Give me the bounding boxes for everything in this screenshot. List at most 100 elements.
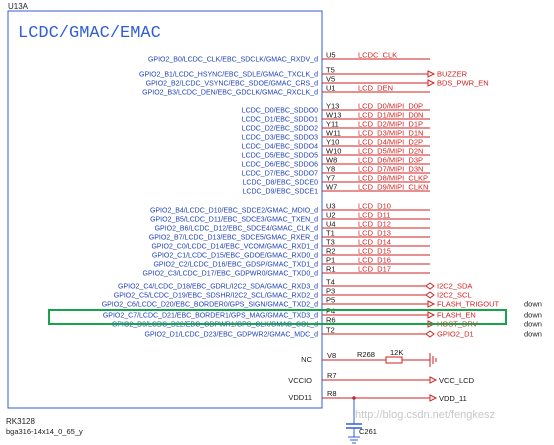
pin-number: Y10 (326, 138, 339, 147)
power-label-nc: NC (301, 355, 312, 364)
output-port-icon (427, 311, 436, 319)
side-net-row: BUZZER (345, 70, 468, 79)
power-pin-v8: V8 (327, 351, 336, 360)
net-label: LCD_D15 (358, 247, 391, 256)
pin-row: GPIO2_C5/LCDC_D19/EBC_SDSHR/I2C2_SCL/GMA… (114, 287, 472, 300)
pull-direction-label: down (524, 311, 542, 320)
pin-row: LCDC_D2/EBC_SDDO2 Y11 LCD_D2/MIPI_D1P (242, 120, 430, 133)
net-label: LCDC_CLK (358, 51, 397, 60)
power-label-vccio: VCCIO (288, 376, 312, 385)
side-net-label: BUZZER (437, 70, 468, 79)
pin-function-label: GPIO2_C6/LCDC_D20/EBC_BORDER0/GPS_SIGN/G… (102, 302, 318, 309)
part-reference: U13A (8, 2, 29, 11)
pin-function-label: GPIO2_B1/LCDC_HSYNC/EBC_SDLE/GMAC_TXCLK_… (139, 72, 318, 79)
net-label: LCD_D2/MIPI_D1P (358, 120, 423, 129)
pin-function-label: GPIO2_C4/LCDC_D18/EBC_GDRL/I2C2_SDA/GMAC… (118, 284, 318, 291)
pin-number: P1 (326, 256, 335, 265)
net-label: LCD_D3/MIPI_D1N (358, 129, 423, 138)
pin-function-label: GPIO2_C5/LCDC_D19/EBC_SDSHR/I2C2_SCL/GMA… (114, 293, 318, 300)
pin-number: T5 (326, 66, 335, 75)
pin-function-label: LCDC_D4/EBC_SDDO4 (242, 144, 318, 151)
pin-number: W13 (326, 111, 341, 120)
pin-function-label: LCDC_D8/EBC_SDCE0 (243, 180, 319, 187)
power-label-vdd11: VDD11 (288, 393, 312, 402)
pin-row: LCDC_D5/EBC_SDDO5 W10 LCD_D5/MIPI_D2N (242, 147, 430, 160)
pin-row: GPIO2_B2/LCDC_VSYNC/EBC_SDOE/GMAC_CRS_dV… (146, 75, 345, 88)
pin-number: R1 (326, 265, 336, 274)
pin-number: T4 (326, 278, 335, 287)
side-net-row: BDS_PWR_EN (345, 79, 489, 88)
pin-list: GPIO2_B0/LCDC_CLK/EBC_SDCLK/GMAC_RXDV_dU… (102, 51, 542, 339)
pin-row: GPIO2_C0/LCDC_D14/EBC_VCOM/GMAC_RXD1_dT3… (151, 238, 430, 251)
block-title: LCDC/GMAC/EMAC (18, 24, 161, 43)
power-pin-r8: R8 (327, 389, 337, 398)
net-label: LCD_D1/MIPI_D0N (358, 111, 423, 120)
port-net-label: I2C2_SCL (437, 291, 472, 300)
pin-row: GPIO2_C1/LCDC_D15/EBC_GDOE/GMAC_RXD0_dR2… (152, 247, 430, 260)
pin-number: W10 (326, 147, 341, 156)
net-label: LCD_D0/MIPI_D0P (358, 102, 423, 111)
port-net-label: I2C2_SDA (437, 282, 472, 291)
pin-row: GPIO2_B0/LCDC_CLK/EBC_SDCLK/GMAC_RXDV_dU… (148, 51, 430, 64)
net-label: LCD_D5/MIPI_D2N (358, 147, 423, 156)
power-section: NC V8 R268 12K VCCIO R7 VCC_LCD VDD11 R8… (288, 348, 475, 444)
pin-function-label: GPIO2_D1/LCDC_D23/EBC_GDPWR2/GMAC_MDC_d (145, 332, 319, 339)
pin-row: GPIO2_B6/LCDC_D12/EBC_SDCE4/GMAC_CLK_dU4… (155, 220, 430, 233)
net-label: LCD_D8/MIPI_CLKP (358, 174, 428, 183)
pin-number: P5 (326, 296, 335, 305)
pin-row: GPIO2_C4/LCDC_D18/EBC_GDRL/I2C2_SDA/GMAC… (118, 278, 472, 291)
pin-row: GPIO2_B4/LCDC_D10/EBC_SDCE2/GMAC_MDIO_d U… (150, 202, 430, 215)
pin-function-label: LCDC_D6/EBC_SDDO6 (242, 162, 318, 169)
net-label: LCD_DEN (358, 84, 393, 93)
pull-direction-label: down (524, 320, 542, 329)
vcc-lcd-net: VCC_LCD (439, 376, 475, 385)
pin-function-label: LCDC_D3/EBC_SDDO3 (242, 135, 318, 142)
pin-function-label: GPIO2_C3/LCDC_D17/EBC_GDPWR0/GMAC_TXD0_d (143, 271, 319, 278)
net-label: LCD_D9/MIPI_CLKN (358, 183, 428, 192)
pin-row: GPIO2_B7/LCDC_D13/EBC_SDCE5/GMAC_RXER_dT… (149, 229, 430, 242)
bidir-port-icon (425, 282, 435, 290)
pin-number: R6 (326, 316, 336, 325)
pin-number: W8 (326, 156, 337, 165)
pin-row: GPIO2_B3/LCDC_DEN/EBC_GDCLK/GMAC_RXCLK_d… (142, 84, 430, 97)
pin-function-label: GPIO2_B7/LCDC_D13/EBC_SDCE5/GMAC_RXER_d (149, 235, 318, 242)
pin-function-label: LCDC_D2/EBC_SDDO2 (242, 126, 318, 133)
pin-function-label: GPIO2_B6/LCDC_D12/EBC_SDCE4/GMAC_CLK_d (155, 226, 319, 233)
package-name: bga316-14x14_0_65_y (6, 427, 83, 436)
net-label: LCD_D10 (358, 202, 391, 211)
side-net-label: BDS_PWR_EN (437, 79, 489, 88)
net-label: LCD_D17 (358, 265, 391, 274)
pin-function-label: GPIO2_B0/LCDC_CLK/EBC_SDCLK/GMAC_RXDV_d (148, 57, 318, 64)
port-net-label: GPIO2_D1 (437, 330, 474, 339)
pin-function-label: GPIO2_B4/LCDC_D10/EBC_SDCE2/GMAC_MDIO_d (150, 208, 318, 215)
vdd-11-port-icon (429, 394, 438, 402)
pin-row: GPIO2_C2/LCDC_D16/EBC_GDSP/GMAC_TXD1_dP1… (153, 256, 430, 269)
net-label: LCD_D7/MIPI_D3N (358, 165, 423, 174)
pin-number: P3 (326, 287, 335, 296)
pin-number: Y11 (326, 120, 339, 129)
watermark: http://blog.csdn.net/fengkesz (355, 409, 495, 421)
resistor-ref: R268 (357, 350, 375, 359)
pin-function-label: LCDC_D5/EBC_SDDO5 (242, 153, 318, 160)
pull-direction-label: down (524, 300, 542, 309)
pin-function-label: GPIO2_B3/LCDC_DEN/EBC_GDCLK/GMAC_RXCLK_d (142, 90, 318, 97)
highlight-box-flash-en (48, 309, 507, 325)
pin-function-label: GPIO2_C0/LCDC_D14/EBC_VCOM/GMAC_RXD1_d (151, 244, 318, 251)
pin-function-label: LCDC_D9/EBC_SDCE1 (243, 189, 319, 196)
resistor-r268 (385, 356, 403, 364)
pin-number: Y8 (326, 165, 335, 174)
pin-number: R2 (326, 247, 336, 256)
net-label: LCD_D16 (358, 256, 391, 265)
pin-row: GPIO2_D1/LCDC_D23/EBC_GDPWR2/GMAC_MDC_dT… (145, 326, 542, 339)
pin-number: U3 (326, 202, 336, 211)
pin-row: GPIO2_B5/LCDC_D11/EBC_SDCE3/GMAC_TXEN_dU… (150, 211, 430, 224)
pin-function-label: GPIO2_B5/LCDC_D11/EBC_SDCE3/GMAC_TXEN_d (150, 217, 318, 224)
pin-number: Y13 (326, 102, 339, 111)
